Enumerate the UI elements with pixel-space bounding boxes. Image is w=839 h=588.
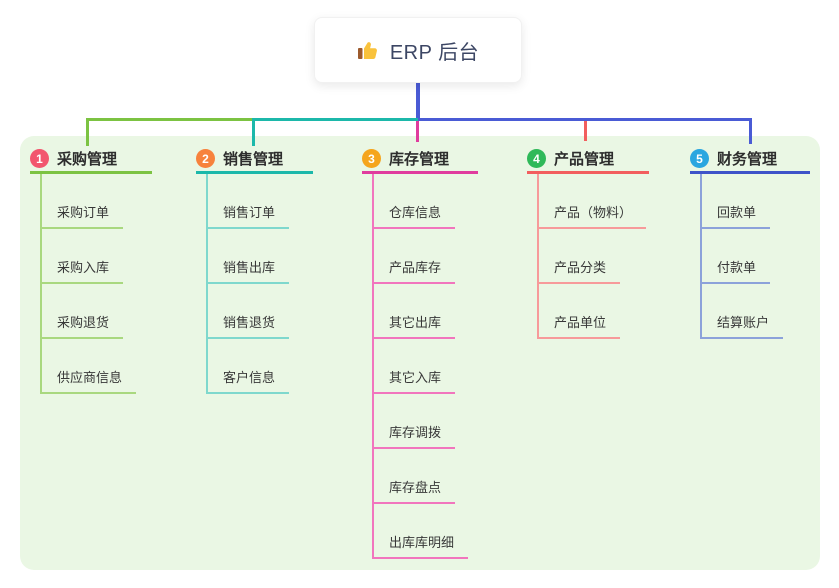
branch-number-badge: 5 (690, 149, 709, 168)
node-item-label: 销售退货 (206, 312, 290, 339)
branch-product-header[interactable]: 4 产品管理 (527, 146, 649, 174)
node-item-label: 结算账户 (700, 312, 784, 339)
node-item[interactable]: 采购退货 (40, 284, 152, 339)
node-item-label: 产品（物料） (537, 202, 647, 229)
node-item[interactable]: 付款单 (700, 229, 810, 284)
branch-number-badge: 3 (362, 149, 381, 168)
node-item-label: 付款单 (700, 257, 771, 284)
branch-finance: 5 财务管理 回款单 付款单 结算账户 (690, 146, 810, 339)
branch-number-badge: 1 (30, 149, 49, 168)
branch-label: 库存管理 (389, 151, 450, 168)
connector-drop-branch-2 (252, 118, 255, 146)
node-item[interactable]: 产品单位 (537, 284, 649, 339)
node-item[interactable]: 销售订单 (206, 174, 313, 229)
node-item[interactable]: 销售出库 (206, 229, 313, 284)
branch-purchase-items: 采购订单 采购入库 采购退货 供应商信息 (40, 174, 152, 394)
branch-sales-header[interactable]: 2 销售管理 (196, 146, 313, 174)
node-item-label: 供应商信息 (40, 367, 137, 394)
branch-finance-header[interactable]: 5 财务管理 (690, 146, 810, 174)
branch-number-badge: 4 (527, 149, 546, 168)
node-item-label: 客户信息 (206, 367, 290, 394)
node-item[interactable]: 销售退货 (206, 284, 313, 339)
branch-label: 销售管理 (223, 151, 284, 168)
branch-label: 采购管理 (57, 151, 118, 168)
node-item-label: 采购订单 (40, 202, 124, 229)
connector-bus-green (86, 118, 254, 121)
node-item-label: 其它出库 (372, 312, 456, 339)
node-item[interactable]: 产品（物料） (537, 174, 649, 229)
node-item-label: 采购入库 (40, 257, 124, 284)
node-item[interactable]: 产品库存 (372, 229, 478, 284)
node-item-label: 产品库存 (372, 257, 456, 284)
branch-purchase-header[interactable]: 1 采购管理 (30, 146, 152, 174)
connector-root-line (416, 82, 420, 120)
node-item[interactable]: 库存盘点 (372, 449, 478, 504)
branch-inventory: 3 库存管理 仓库信息 产品库存 其它出库 其它入库 库存调拨 库存盘点 出库库… (362, 146, 478, 559)
node-item[interactable]: 其它出库 (372, 284, 478, 339)
branch-sales-items: 销售订单 销售出库 销售退货 客户信息 (206, 174, 313, 394)
branch-number-badge: 2 (196, 149, 215, 168)
node-item-label: 产品分类 (537, 257, 621, 284)
connector-drop-branch-3 (416, 121, 419, 142)
connector-drop-branch-5 (749, 118, 752, 144)
branch-purchase: 1 采购管理 采购订单 采购入库 采购退货 供应商信息 (30, 146, 152, 394)
node-item-label: 库存调拨 (372, 422, 456, 449)
node-item[interactable]: 库存调拨 (372, 394, 478, 449)
thumbs-up-icon (357, 38, 381, 62)
branches-container (20, 136, 820, 570)
node-item[interactable]: 客户信息 (206, 339, 313, 394)
node-item[interactable]: 采购订单 (40, 174, 152, 229)
node-item-label: 出库库明细 (372, 532, 469, 559)
node-item[interactable]: 产品分类 (537, 229, 649, 284)
node-item-label: 销售订单 (206, 202, 290, 229)
node-item-label: 仓库信息 (372, 202, 456, 229)
node-item[interactable]: 其它入库 (372, 339, 478, 394)
node-item-label: 回款单 (700, 202, 771, 229)
connector-bus-teal (254, 118, 418, 121)
connector-drop-branch-4 (584, 121, 587, 141)
branch-sales: 2 销售管理 销售订单 销售出库 销售退货 客户信息 (196, 146, 313, 394)
node-item[interactable]: 出库库明细 (372, 504, 478, 559)
root-node[interactable]: ERP 后台 (314, 17, 522, 83)
node-item[interactable]: 仓库信息 (372, 174, 478, 229)
node-item-label: 产品单位 (537, 312, 621, 339)
node-item[interactable]: 结算账户 (700, 284, 810, 339)
node-item-label: 采购退货 (40, 312, 124, 339)
branch-product-items: 产品（物料） 产品分类 产品单位 (537, 174, 649, 339)
branch-label: 产品管理 (554, 151, 615, 168)
node-item-label: 销售出库 (206, 257, 290, 284)
node-item-label: 其它入库 (372, 367, 456, 394)
branch-label: 财务管理 (717, 151, 778, 168)
branch-inventory-header[interactable]: 3 库存管理 (362, 146, 478, 174)
node-item[interactable]: 采购入库 (40, 229, 152, 284)
node-item[interactable]: 供应商信息 (40, 339, 152, 394)
connector-bus-blue (418, 118, 752, 121)
branch-finance-items: 回款单 付款单 结算账户 (700, 174, 810, 339)
connector-drop-branch-1 (86, 118, 89, 146)
node-item[interactable]: 回款单 (700, 174, 810, 229)
branch-product: 4 产品管理 产品（物料） 产品分类 产品单位 (527, 146, 649, 339)
root-node-title: ERP 后台 (389, 41, 480, 64)
branch-inventory-items: 仓库信息 产品库存 其它出库 其它入库 库存调拨 库存盘点 出库库明细 (372, 174, 478, 559)
node-item-label: 库存盘点 (372, 477, 456, 504)
